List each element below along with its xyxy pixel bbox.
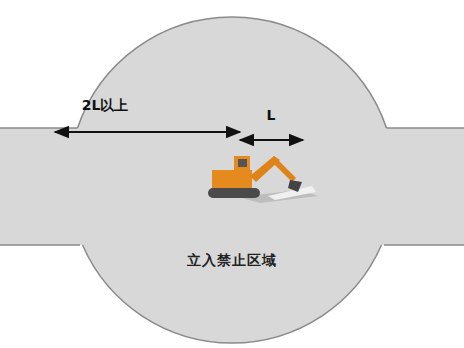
dimension-label: 2L以上 [82,97,129,115]
zone-label: 立入禁止区域 [187,252,277,270]
circle-outline [68,16,396,344]
excavator [55,132,318,203]
restricted-zone-circle: 立入禁止区域 [68,16,396,344]
dimension-arrow [55,131,240,133]
dimension-label: L [267,107,276,123]
dimension-arrow [240,139,303,141]
